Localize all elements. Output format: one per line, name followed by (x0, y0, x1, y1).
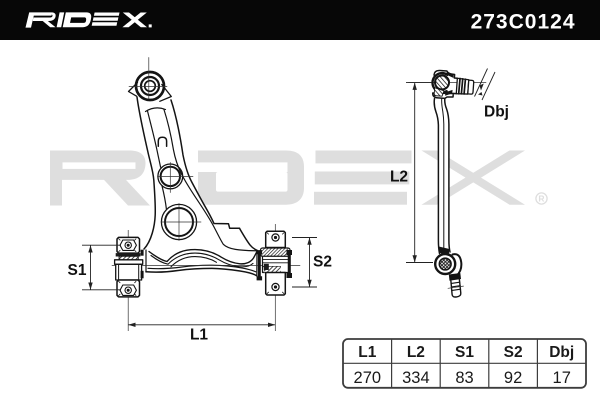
svg-text:L1: L1 (358, 344, 376, 361)
svg-text:S1: S1 (455, 344, 474, 361)
svg-text:273C0124: 273C0124 (471, 11, 576, 34)
svg-text:83: 83 (455, 369, 473, 387)
svg-text:L2: L2 (390, 169, 408, 186)
svg-text:270: 270 (354, 369, 382, 387)
svg-text:17: 17 (553, 369, 571, 387)
svg-text:92: 92 (504, 369, 522, 387)
svg-text:L1: L1 (190, 327, 208, 344)
svg-text:334: 334 (402, 369, 430, 387)
svg-text:L2: L2 (407, 344, 425, 361)
svg-text:R: R (538, 194, 544, 204)
svg-text:Dbj: Dbj (484, 104, 509, 121)
svg-text:S1: S1 (68, 262, 87, 279)
svg-text:S2: S2 (504, 344, 523, 361)
svg-text:Dbj: Dbj (549, 344, 574, 361)
svg-text:S2: S2 (313, 254, 332, 271)
